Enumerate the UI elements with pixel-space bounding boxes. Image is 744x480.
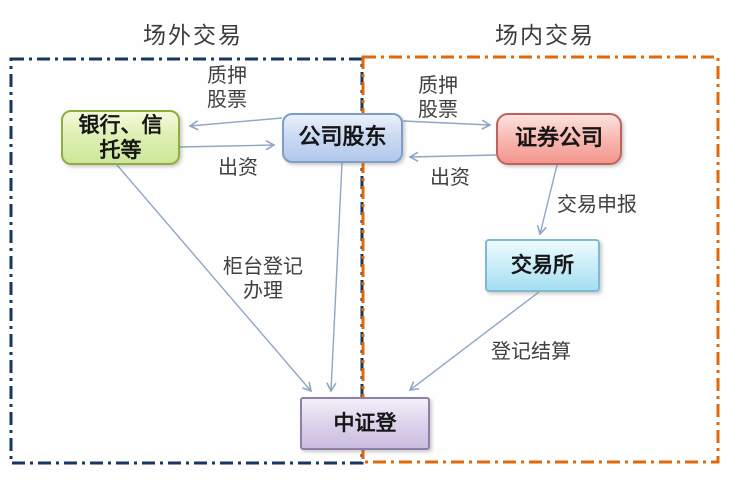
edge-pledge-floor-arrow [402,119,492,130]
node-securities-company-label: 证券公司 [514,126,603,151]
edge-label-pledge-otc-line1: 质押 [207,63,247,87]
node-stock-exchange: 交易所 [485,239,600,292]
node-bank-trust-label-line2: 托等 [99,137,142,162]
edge-label-pledge-floor-line2: 股票 [418,97,458,121]
node-bank-trust-label-line1: 银行、信 [78,112,163,137]
otc-region-title: 场外交易 [143,23,243,49]
edge-label-pledge-floor-line1: 质押 [418,73,458,97]
edge-fund-otc-arrow [179,139,276,151]
edge-label-fund-floor: 出资 [430,165,470,189]
edge-pledge-otc-arrow [188,117,283,131]
edge-label-counter-registration: 柜台登记 办理 [223,254,303,302]
node-securities-company: 证券公司 [496,113,622,165]
edge-counter-registration-arrow [116,164,313,393]
otc-region-frame [9,57,364,465]
edge-fund-floor-arrow [408,151,497,163]
edge-label-counter-registration-line2: 办理 [243,278,283,302]
floor-region-title: 场内交易 [495,23,595,49]
edge-shareholder-registration-arrow [326,162,343,393]
node-stock-exchange-label: 交易所 [511,253,574,277]
edge-label-fund-otc: 出资 [218,155,258,179]
edge-label-trade-declaration: 交易申报 [557,192,637,216]
node-csdc-depository: 中证登 [300,397,430,450]
edge-label-counter-registration-line1: 柜台登记 [223,254,303,278]
edge-label-pledge-otc: 质押 股票 [207,63,247,111]
floor-region-frame [361,55,720,464]
node-company-shareholder: 公司股东 [282,113,403,163]
edge-registration-settlement-arrow [408,291,540,391]
node-bank-trust: 银行、信 托等 [61,110,180,165]
node-company-shareholder-label: 公司股东 [298,125,387,150]
edge-trade-declaration-arrow [536,164,558,236]
edge-label-registration-settlement: 登记结算 [491,339,571,363]
node-csdc-depository-label: 中证登 [333,411,397,435]
edge-label-pledge-otc-line2: 股票 [207,87,247,111]
edge-label-pledge-floor: 质押 股票 [418,73,458,121]
